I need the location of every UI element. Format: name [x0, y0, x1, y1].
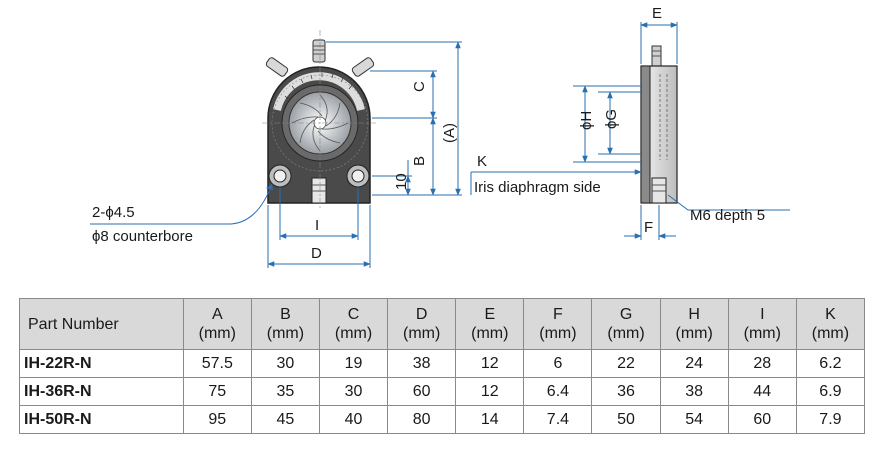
table-cell: 60	[727, 405, 797, 434]
table-cell: 19	[318, 349, 389, 378]
header-unit: (mm)	[539, 325, 577, 342]
header-col-a: A (mm)	[182, 298, 252, 350]
table-cell: 95	[182, 405, 252, 434]
spec-table: Part Number A (mm) B (mm) C (mm) D (mm) E (mm) F (mm…	[19, 298, 866, 434]
table-header-row: Part Number A (mm) B (mm) C (mm) D (mm) E (mm) F (mm…	[19, 298, 866, 350]
header-name: I	[760, 306, 765, 323]
table-cell: 80	[387, 405, 457, 434]
side-view	[640, 45, 678, 204]
table-cell: 6.4	[523, 377, 593, 406]
left-lever	[265, 57, 289, 77]
header-col-b: B (mm)	[250, 298, 320, 350]
header-col-f: F (mm)	[523, 298, 593, 350]
label-M6: M6 depth 5	[690, 207, 765, 224]
header-name: A	[211, 306, 223, 323]
header-unit: (mm)	[811, 325, 850, 342]
table-cell: 35	[250, 377, 320, 406]
part-number-cell: IH-36R-N	[19, 377, 184, 406]
header-unit: (mm)	[198, 325, 236, 342]
label-counterbore: ϕ8 counterbore	[92, 228, 193, 245]
header-name: C	[347, 306, 360, 323]
table-cell: 38	[659, 377, 729, 406]
header-name: H	[688, 306, 700, 323]
header-name: E	[484, 306, 496, 323]
table-cell: 7.4	[523, 405, 593, 434]
header-col-k: K (mm)	[795, 298, 866, 350]
table-cell: 57.5	[182, 349, 252, 378]
label-phi-G: ϕG	[603, 109, 620, 129]
part-number-cell: IH-22R-N	[19, 349, 184, 378]
scale-ring	[273, 72, 365, 111]
table-cell: 54	[659, 405, 729, 434]
label-C: C	[411, 81, 428, 92]
header-unit: (mm)	[266, 325, 305, 342]
label-A: (A)	[441, 123, 458, 143]
header-name: Part Number	[28, 315, 119, 333]
table-cell: 45	[250, 405, 320, 434]
header-col-e: E (mm)	[455, 298, 525, 350]
label-K: K	[477, 153, 487, 170]
header-unit: (mm)	[607, 325, 645, 342]
table-cell: 36	[591, 377, 661, 406]
table-cell: 22	[591, 349, 661, 378]
header-unit: (mm)	[334, 325, 373, 342]
table-cell: 6	[523, 349, 593, 378]
table-cell: 38	[387, 349, 457, 378]
top-knob	[312, 39, 326, 63]
front-dimensions	[90, 41, 462, 268]
header-unit: (mm)	[743, 325, 781, 342]
table-cell: 50	[591, 405, 661, 434]
header-name: F	[553, 306, 563, 323]
header-name: D	[415, 306, 428, 323]
label-I: I	[315, 217, 319, 234]
part-number-cell: IH-50R-N	[19, 405, 184, 434]
header-part-number: Part Number	[19, 298, 184, 350]
table-cell: 30	[250, 349, 320, 378]
header-unit: (mm)	[403, 325, 441, 342]
label-F: F	[644, 219, 653, 236]
table-cell: 12	[455, 377, 525, 406]
technical-drawing: C (A) B 10 I D 2-ϕ4.5 ϕ8 counterbore	[90, 5, 790, 268]
label-hole-count: 2-ϕ4.5	[92, 204, 135, 221]
label-phi-H: ϕH	[578, 111, 595, 130]
label-iris-side: Iris diaphragm side	[474, 179, 601, 196]
header-col-d: D (mm)	[387, 298, 457, 350]
label-D: D	[311, 245, 322, 262]
table-cell: 14	[455, 405, 525, 434]
label-B: B	[411, 156, 428, 166]
header-unit: (mm)	[471, 325, 509, 342]
label-E: E	[652, 5, 662, 22]
header-col-g: G (mm)	[591, 298, 661, 350]
table-cell: 44	[727, 377, 797, 406]
table-cell: 6.9	[795, 377, 866, 406]
table-cell: 30	[318, 377, 389, 406]
table-cell: 12	[455, 349, 525, 378]
side-dimensions	[470, 22, 790, 240]
header-col-i: I (mm)	[727, 298, 797, 350]
header-unit: (mm)	[675, 325, 713, 342]
table-cell: 60	[387, 377, 457, 406]
table-cell: 40	[318, 405, 389, 434]
header-col-c: C (mm)	[318, 298, 389, 350]
header-col-h: H (mm)	[659, 298, 729, 350]
table-cell: 6.2	[795, 349, 866, 378]
table-cell: 7.9	[795, 405, 866, 434]
table-cell: 24	[659, 349, 729, 378]
header-name: B	[280, 306, 291, 323]
header-name: K	[825, 306, 836, 323]
right-lever	[351, 57, 375, 77]
header-name: G	[619, 306, 633, 323]
table-cell: 75	[182, 377, 252, 406]
table-cell: 28	[727, 349, 797, 378]
front-view	[262, 30, 378, 210]
label-10: 10	[393, 173, 410, 190]
